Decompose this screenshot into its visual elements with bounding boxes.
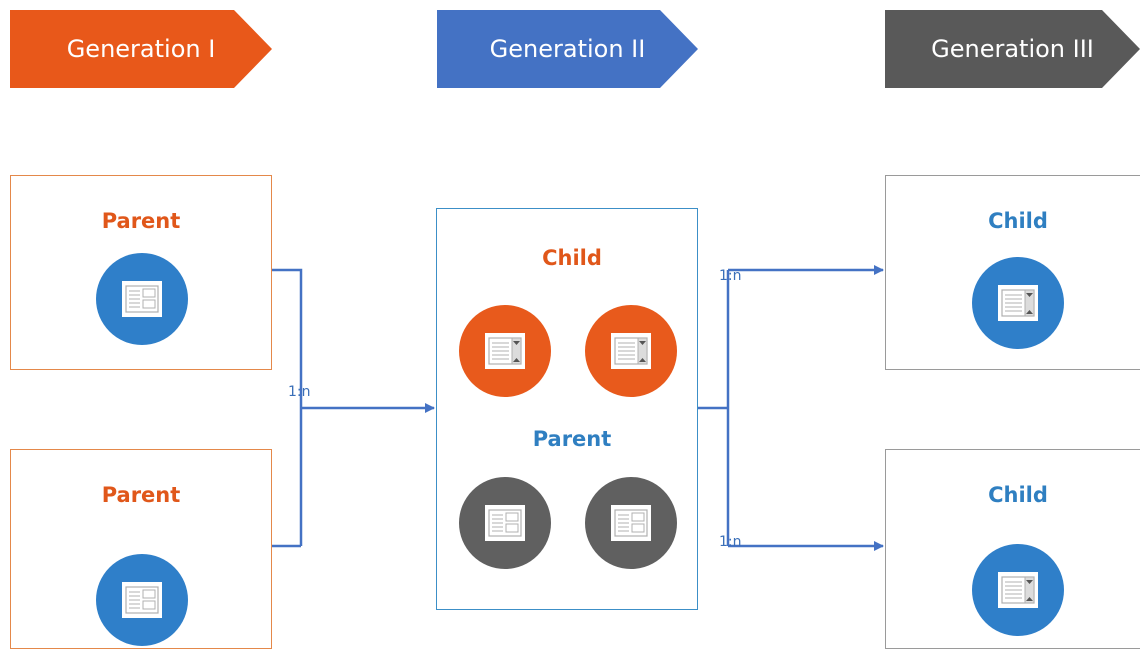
generation-2-label: Generation II (489, 35, 646, 63)
relation-label-gen2-gen3-bottom: 1:n (719, 534, 742, 550)
list-form-icon (611, 333, 651, 369)
form-icon (485, 505, 525, 541)
gen1-parent-circle-bottom (96, 554, 188, 646)
gen2-parent-circle-2 (585, 477, 677, 569)
gen3-child-circle-bottom (972, 544, 1064, 636)
form-icon (122, 582, 162, 618)
list-form-icon (485, 333, 525, 369)
gen2-child-circle-1 (459, 305, 551, 397)
generation-3-banner: Generation III (885, 10, 1140, 88)
generation-2-banner: Generation II (437, 10, 698, 88)
generation-1-banner: Generation I (10, 10, 272, 88)
gen2-child-circle-2 (585, 305, 677, 397)
list-form-icon (998, 285, 1038, 321)
gen1-parent-box-top: Parent (10, 175, 272, 370)
gen3-child-circle-top (972, 257, 1064, 349)
form-icon (611, 505, 651, 541)
relation-label-gen2-gen3-top: 1:n (719, 268, 742, 284)
gen1-parent-title-bottom: Parent (101, 483, 181, 507)
gen2-child-title: Child (542, 246, 602, 270)
gen2-box: Child (436, 208, 698, 610)
connector-gen1-top (271, 268, 303, 546)
gen1-parent-title-top: Parent (101, 209, 181, 233)
relation-label-gen1-gen2: 1:n (288, 384, 311, 400)
gen2-parent-title: Parent (532, 427, 612, 451)
gen3-child-title-bottom: Child (988, 483, 1048, 507)
gen1-parent-box-bottom: Parent (10, 449, 272, 649)
generation-3-label: Generation III (931, 35, 1094, 63)
gen3-child-box-bottom: Child (885, 449, 1140, 649)
gen3-child-title-top: Child (988, 209, 1048, 233)
gen2-parent-circle-1 (459, 477, 551, 569)
form-icon (122, 281, 162, 317)
list-form-icon (998, 572, 1038, 608)
gen3-child-box-top: Child (885, 175, 1140, 370)
generation-1-label: Generation I (66, 35, 216, 63)
gen1-parent-circle-top (96, 253, 188, 345)
